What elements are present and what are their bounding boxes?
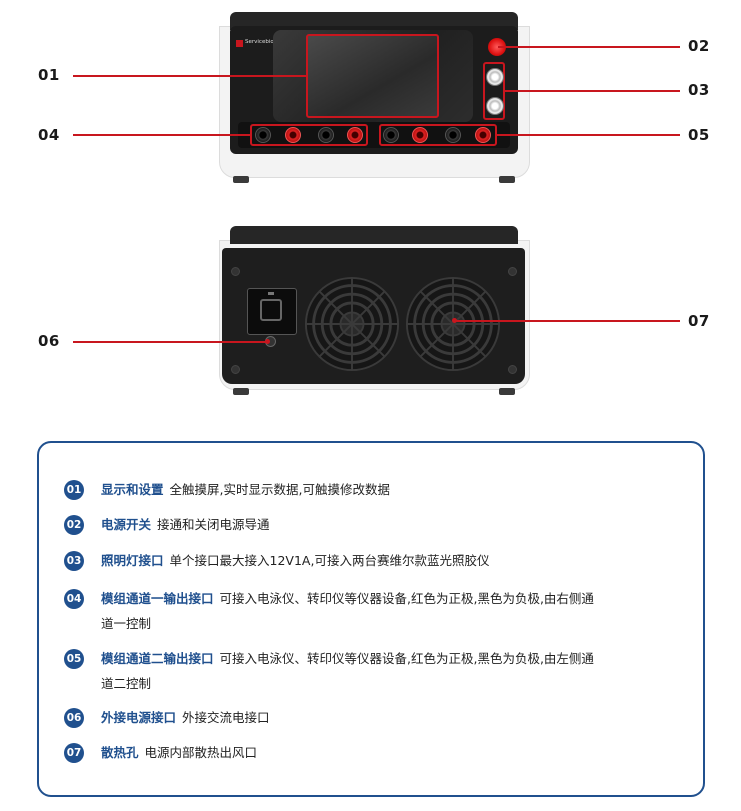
- socket-inlet-icon: [260, 299, 282, 321]
- callout-label-07: 07: [688, 312, 710, 330]
- socket-latch-icon: [268, 292, 274, 295]
- back-foot-right: [499, 388, 515, 395]
- legend-badge-01: 01: [64, 480, 84, 500]
- legend-title-02: 电源开关: [101, 517, 152, 532]
- legend-desc-06: 外接交流电接口: [182, 710, 270, 725]
- callout-label-01: 01: [38, 66, 60, 84]
- callout-line-06: [73, 341, 267, 343]
- ch2-positive-port-a[interactable]: [412, 127, 428, 143]
- legend-item-04: 04 模组通道一输出接口可接入电泳仪、转印仪等仪器设备,红色为正极,黑色为负极,…: [64, 586, 664, 636]
- legend-desc-02: 接通和关闭电源导通: [157, 517, 270, 532]
- callout-box-04: [250, 124, 368, 146]
- legend-desc-01: 全触摸屏,实时显示数据,可触摸修改数据: [169, 482, 390, 497]
- legend-title-07: 散热孔: [101, 745, 139, 760]
- legend-title-03: 照明灯接口: [101, 553, 164, 568]
- front-foot-right: [499, 176, 515, 183]
- legend-badge-04: 04: [64, 589, 84, 609]
- touch-screen[interactable]: [308, 36, 437, 116]
- legend-panel: [37, 441, 705, 797]
- legend-item-07: 07 散热孔电源内部散热出风口: [64, 740, 664, 765]
- ch2-negative-port-b[interactable]: [445, 127, 461, 143]
- legend-badge-07: 07: [64, 743, 84, 763]
- ch1-negative-port-a[interactable]: [255, 127, 271, 143]
- back-foot-left: [233, 388, 249, 395]
- legend-desc-04: 可接入电泳仪、转印仪等仪器设备,红色为正极,黑色为负极,由右侧通: [219, 591, 594, 606]
- legend-desc-07: 电源内部散热出风口: [144, 745, 258, 760]
- ch1-positive-port-a[interactable]: [285, 127, 301, 143]
- fan-grille-icon: [304, 276, 400, 372]
- legend-item-05: 05 模组通道二输出接口可接入电泳仪、转印仪等仪器设备,红色为正极,黑色为负极,…: [64, 646, 664, 696]
- screw-icon: [508, 365, 517, 374]
- legend-item-02: 02 电源开关接通和关闭电源导通: [64, 512, 664, 537]
- ch1-negative-port-b[interactable]: [318, 127, 334, 143]
- legend-title-01: 显示和设置: [101, 482, 164, 497]
- screw-icon: [508, 267, 517, 276]
- ch1-positive-port-b[interactable]: [347, 127, 363, 143]
- legend-badge-06: 06: [64, 708, 84, 728]
- callout-line-05: [497, 134, 680, 136]
- callout-label-05: 05: [688, 126, 710, 144]
- callout-line-03: [505, 90, 680, 92]
- legend-desc-05: 可接入电泳仪、转印仪等仪器设备,红色为正极,黑色为负极,由左侧通: [219, 651, 594, 666]
- callout-box-05: [379, 124, 497, 146]
- callout-label-03: 03: [688, 81, 710, 99]
- fan-grille-icon: [405, 276, 501, 372]
- callout-label-02: 02: [688, 37, 710, 55]
- brand-name: Servicebio: [245, 39, 274, 45]
- ac-power-socket[interactable]: [247, 288, 297, 335]
- legend-desc-05-wrap: 道二控制: [101, 676, 152, 691]
- callout-box-03: [483, 62, 505, 120]
- lamp-port-1-icon[interactable]: [486, 68, 504, 86]
- screw-icon: [231, 365, 240, 374]
- callout-dot-06: [265, 339, 270, 344]
- legend-badge-03: 03: [64, 551, 84, 571]
- legend-title-06: 外接电源接口: [101, 710, 177, 725]
- legend-item-03: 03 照明灯接口单个接口最大接入12V1A,可接入两台赛维尔款蓝光照胶仪: [64, 548, 664, 573]
- screw-icon: [231, 267, 240, 276]
- power-button[interactable]: [488, 38, 506, 56]
- legend-desc-03: 单个接口最大接入12V1A,可接入两台赛维尔款蓝光照胶仪: [169, 553, 490, 568]
- ch2-positive-port-b[interactable]: [475, 127, 491, 143]
- front-foot-left: [233, 176, 249, 183]
- callout-line-07: [455, 320, 680, 322]
- callout-line-02: [498, 46, 680, 48]
- callout-dot-07: [452, 318, 457, 323]
- legend-title-04: 模组通道一输出接口: [101, 591, 214, 606]
- cooling-fan-left: [304, 276, 400, 372]
- callout-label-06: 06: [38, 332, 60, 350]
- legend-item-01: 01 显示和设置全触摸屏,实时显示数据,可触摸修改数据: [64, 477, 664, 502]
- legend-badge-02: 02: [64, 515, 84, 535]
- back-top-handle: [230, 226, 518, 244]
- legend-item-06: 06 外接电源接口外接交流电接口: [64, 705, 664, 730]
- brand-logo-icon: [236, 40, 243, 47]
- front-top-handle: [230, 12, 518, 30]
- callout-line-04: [73, 134, 250, 136]
- callout-line-01: [73, 75, 308, 77]
- legend-title-05: 模组通道二输出接口: [101, 651, 214, 666]
- legend-desc-04-wrap: 道一控制: [101, 616, 152, 631]
- callout-label-04: 04: [38, 126, 60, 144]
- cooling-fan-right: [405, 276, 501, 372]
- callout-box-01: [306, 34, 439, 118]
- output-port-strip: [238, 122, 510, 148]
- lamp-port-2-icon[interactable]: [486, 97, 504, 115]
- legend-badge-05: 05: [64, 649, 84, 669]
- ch2-negative-port-a[interactable]: [383, 127, 399, 143]
